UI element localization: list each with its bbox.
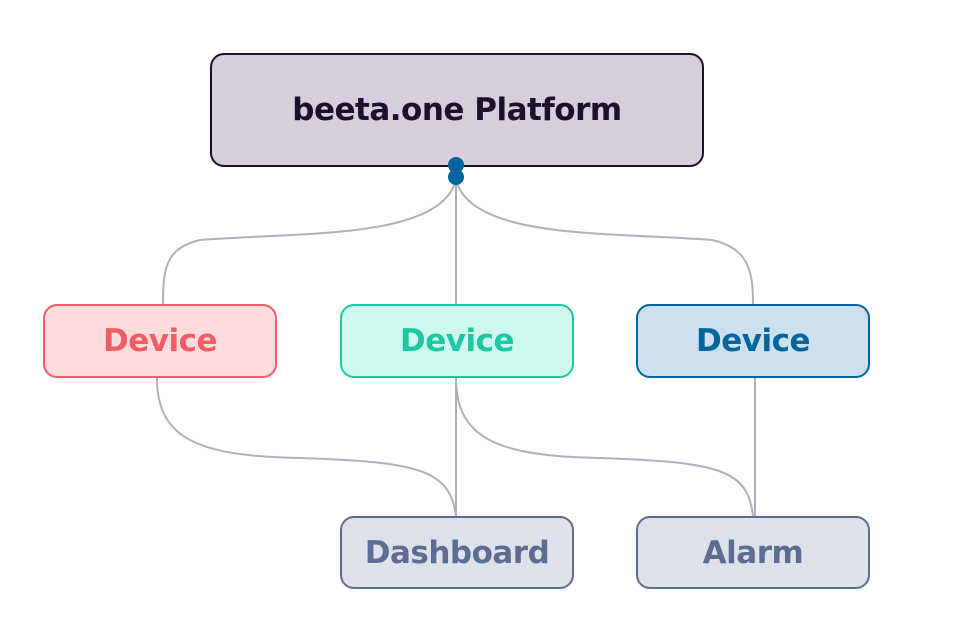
edge-platform-device-3	[455, 179, 754, 305]
device-node-green[interactable]: Device	[340, 304, 574, 378]
device-label: Device	[696, 323, 811, 359]
alarm-label: Alarm	[702, 534, 804, 571]
device-label: Device	[400, 323, 515, 359]
platform-label: beeta.one Platform	[292, 92, 622, 128]
dashboard-label: Dashboard	[364, 534, 550, 571]
dashboard-node[interactable]: Dashboard	[340, 516, 574, 589]
edge-platform-device-1	[162, 179, 457, 305]
device-label: Device	[103, 323, 218, 359]
edge-device-1-dashboard	[156, 377, 457, 517]
edge-device-2-alarm	[455, 377, 754, 517]
alarm-node[interactable]: Alarm	[636, 516, 870, 589]
device-node-red[interactable]: Device	[43, 304, 277, 378]
connector-handle-icon[interactable]	[444, 154, 468, 190]
device-node-blue[interactable]: Device	[636, 304, 870, 378]
platform-node[interactable]: beeta.one Platform	[210, 53, 704, 167]
